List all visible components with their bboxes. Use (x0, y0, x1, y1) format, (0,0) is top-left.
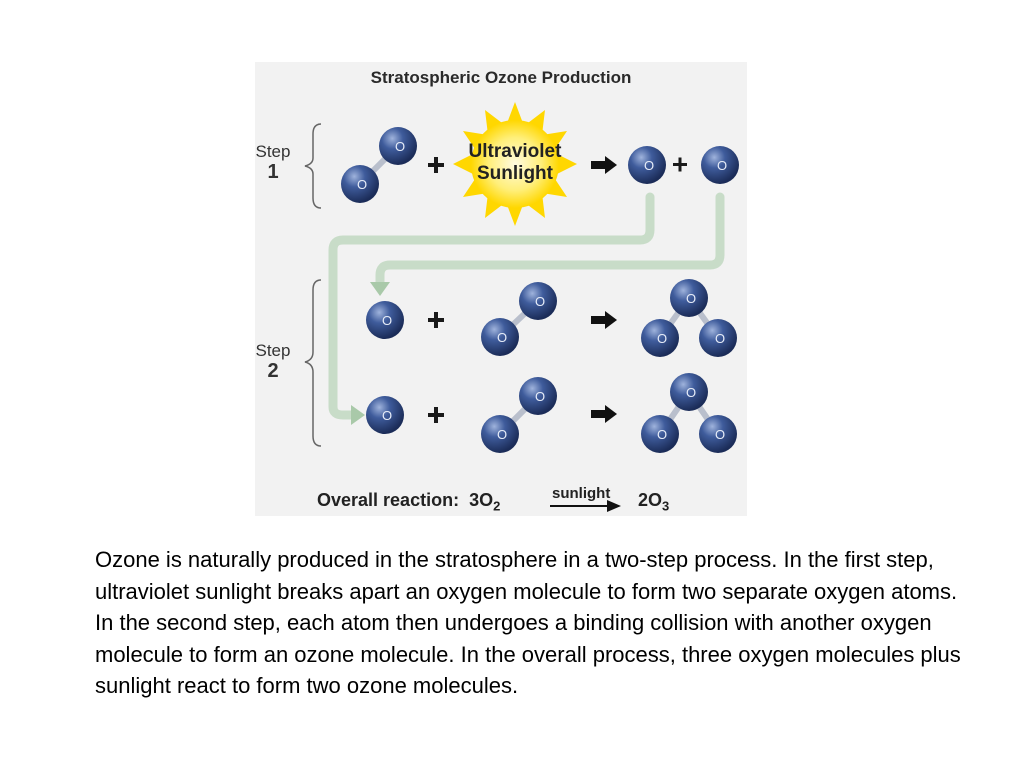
reactant-formula: 3O (469, 490, 494, 510)
atom: O (481, 415, 519, 453)
product-formula: 2O3 (638, 490, 669, 514)
connector-paths (328, 192, 725, 420)
plus-signs (428, 157, 687, 423)
atom-label: O (717, 158, 727, 173)
reaction-arrow-step1 (591, 156, 617, 174)
plus-step1-products (673, 157, 687, 172)
ozone-diagram: O O O O O O O O O O O O O O O O Stratosp… (255, 62, 747, 516)
atom: O (670, 373, 708, 411)
atom: O (641, 415, 679, 453)
atom-label: O (497, 330, 507, 345)
uv-sunlight-label: Ultraviolet Sunlight (450, 141, 580, 185)
atom-label: O (657, 427, 667, 442)
atom-label: O (357, 177, 367, 192)
atom-label: O (715, 331, 725, 346)
connector-path-2 (375, 192, 725, 289)
reaction-arrow-row1 (591, 311, 617, 329)
step1-number: 1 (267, 161, 279, 183)
step2-label: Step 2 (253, 341, 293, 381)
reaction-condition: sunlight (552, 485, 611, 502)
connector-arrowhead-2 (370, 282, 390, 296)
uv-line-1: Ultraviolet (468, 141, 562, 162)
overall-reaction: Overall reaction: 3O2 (317, 490, 500, 514)
connector-path-1 (328, 192, 655, 420)
plus-row1 (428, 312, 444, 328)
atom-label: O (395, 139, 405, 154)
reaction-arrow-row2 (591, 405, 617, 423)
reaction-arrows (550, 156, 621, 512)
atom-label: O (382, 313, 392, 328)
product-subscript: 3 (662, 498, 670, 514)
connector-arrowhead-1 (351, 405, 365, 425)
atom: O (366, 301, 404, 339)
diagram-graphics: O O O O O O O O O O O O O O O O (304, 102, 739, 512)
atom: O (519, 282, 557, 320)
atom-label: O (644, 158, 654, 173)
atom-label: O (686, 385, 696, 400)
atom: O (519, 377, 557, 415)
atom-label: O (497, 427, 507, 442)
reactant-subscript: 2 (493, 498, 501, 514)
atom: O (366, 396, 404, 434)
atom: O (641, 319, 679, 357)
uv-line-2: Sunlight (477, 163, 553, 184)
step1-label: Step 1 (253, 142, 293, 182)
overall-label: Overall reaction: (317, 490, 460, 510)
atom: O (628, 146, 666, 184)
step1-bracket (304, 123, 322, 209)
atom-label: O (686, 291, 696, 306)
atom: O (699, 319, 737, 357)
atom: O (341, 165, 379, 203)
step-brackets (304, 123, 322, 447)
diagram-title: Stratospheric Ozone Production (370, 68, 632, 87)
sun-icon (453, 102, 577, 226)
plus-step1 (428, 157, 444, 173)
overall-arrow (550, 500, 621, 512)
step2-bracket (304, 279, 322, 447)
atom-label: O (715, 427, 725, 442)
step1-word: Step (255, 142, 291, 161)
atom: O (379, 127, 417, 165)
atom: O (701, 146, 739, 184)
caption-text: Ozone is naturally produced in the strat… (95, 547, 961, 698)
atom-label: O (657, 331, 667, 346)
atom: O (699, 415, 737, 453)
step2-number: 2 (267, 360, 279, 382)
plus-row2 (428, 407, 444, 423)
product-coef: 2O (638, 490, 663, 510)
atoms: O O O O O O O O O O O O O O O O (341, 127, 739, 453)
atom: O (481, 318, 519, 356)
step2-word: Step (255, 341, 291, 360)
atom-label: O (535, 389, 545, 404)
atom-label: O (382, 408, 392, 423)
atom: O (670, 279, 708, 317)
atom-label: O (535, 294, 545, 309)
